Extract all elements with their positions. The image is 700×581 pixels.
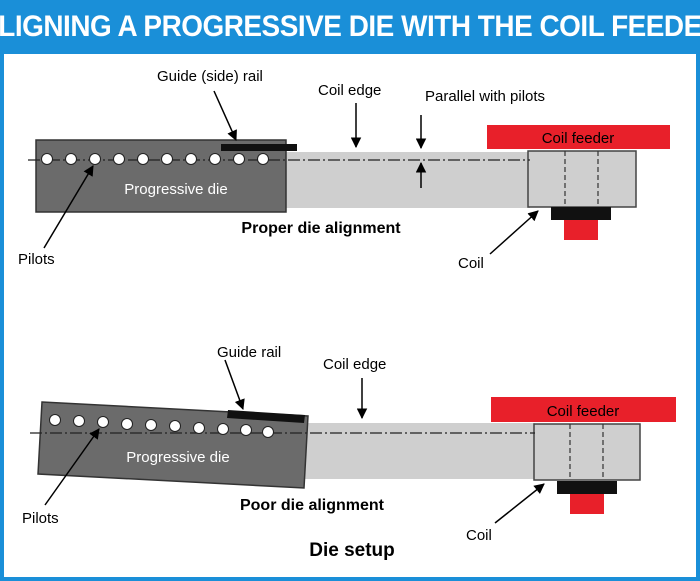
pilot-row [49, 414, 274, 438]
pilot-row [41, 153, 269, 165]
guide-rail [221, 144, 297, 151]
pilots-arrow [43, 165, 94, 249]
pilot-hole [185, 153, 197, 165]
coil-feeder-label: Coil feeder [547, 403, 620, 420]
coil-stand [570, 494, 604, 514]
poor-alignment-caption: Poor die alignment [240, 497, 385, 514]
pilot-hole [113, 153, 125, 165]
die-setup-caption: Die setup [309, 540, 395, 561]
feed-roll-housing [527, 150, 637, 208]
coil-feeder-label: Coil feeder [542, 130, 615, 147]
pilot-hole [41, 153, 53, 165]
guide-rail-arrow [213, 90, 237, 141]
pilot-hole [89, 153, 101, 165]
pilot-hole [217, 423, 229, 435]
coil-arrow [494, 483, 545, 524]
coil-block [551, 207, 611, 220]
pilot-hole [240, 424, 252, 436]
die-label: Progressive die [124, 181, 227, 198]
coil-strip [290, 423, 535, 479]
coil-label: Coil [466, 527, 492, 544]
pilot-hole [121, 418, 133, 430]
pilot-hole [137, 153, 149, 165]
progressive-die [35, 139, 287, 213]
coil-edge-label: Coil edge [318, 82, 381, 99]
poor-alignment-diagram: Guide rail Coil edge Coil feeder Progres… [22, 344, 676, 544]
guide-rail [227, 410, 305, 423]
guide-rail-arrow [224, 359, 245, 410]
pilot-hole [233, 153, 245, 165]
pilot-hole [169, 420, 181, 432]
parallel-label: Parallel with pilots [425, 88, 545, 105]
coil-strip [285, 152, 530, 208]
coil-block [557, 481, 617, 494]
pilot-hole [193, 422, 205, 434]
pilot-hole [209, 153, 221, 165]
pilot-hole [73, 415, 85, 427]
guide-rail-label: Guide (side) rail [157, 68, 263, 85]
proper-alignment-caption: Proper die alignment [241, 220, 401, 237]
pilot-hole [262, 426, 274, 438]
coil-arrow [489, 210, 539, 255]
pilot-hole [97, 416, 109, 428]
pilot-hole [161, 153, 173, 165]
coil-feeder [491, 397, 676, 422]
coil-feeder [487, 125, 670, 149]
guide-rail-label: Guide rail [217, 344, 281, 361]
coil-stand [564, 220, 598, 240]
pilot-hole [145, 419, 157, 431]
coil-edge-label: Coil edge [323, 356, 386, 373]
coil-label: Coil [458, 255, 484, 272]
proper-alignment-diagram: Guide (side) rail Coil edge Parallel wit… [18, 68, 670, 272]
figure-title: ALIGNING A PROGRESSIVE DIE WITH THE COIL… [0, 10, 700, 43]
pilot-hole [49, 414, 61, 426]
die-label: Progressive die [126, 449, 229, 466]
pilots-label: Pilots [18, 251, 55, 268]
pilot-hole [65, 153, 77, 165]
feed-roll-housing [533, 423, 641, 481]
pilots-arrow [44, 428, 100, 506]
pilots-label: Pilots [22, 510, 59, 527]
pilot-hole [257, 153, 269, 165]
